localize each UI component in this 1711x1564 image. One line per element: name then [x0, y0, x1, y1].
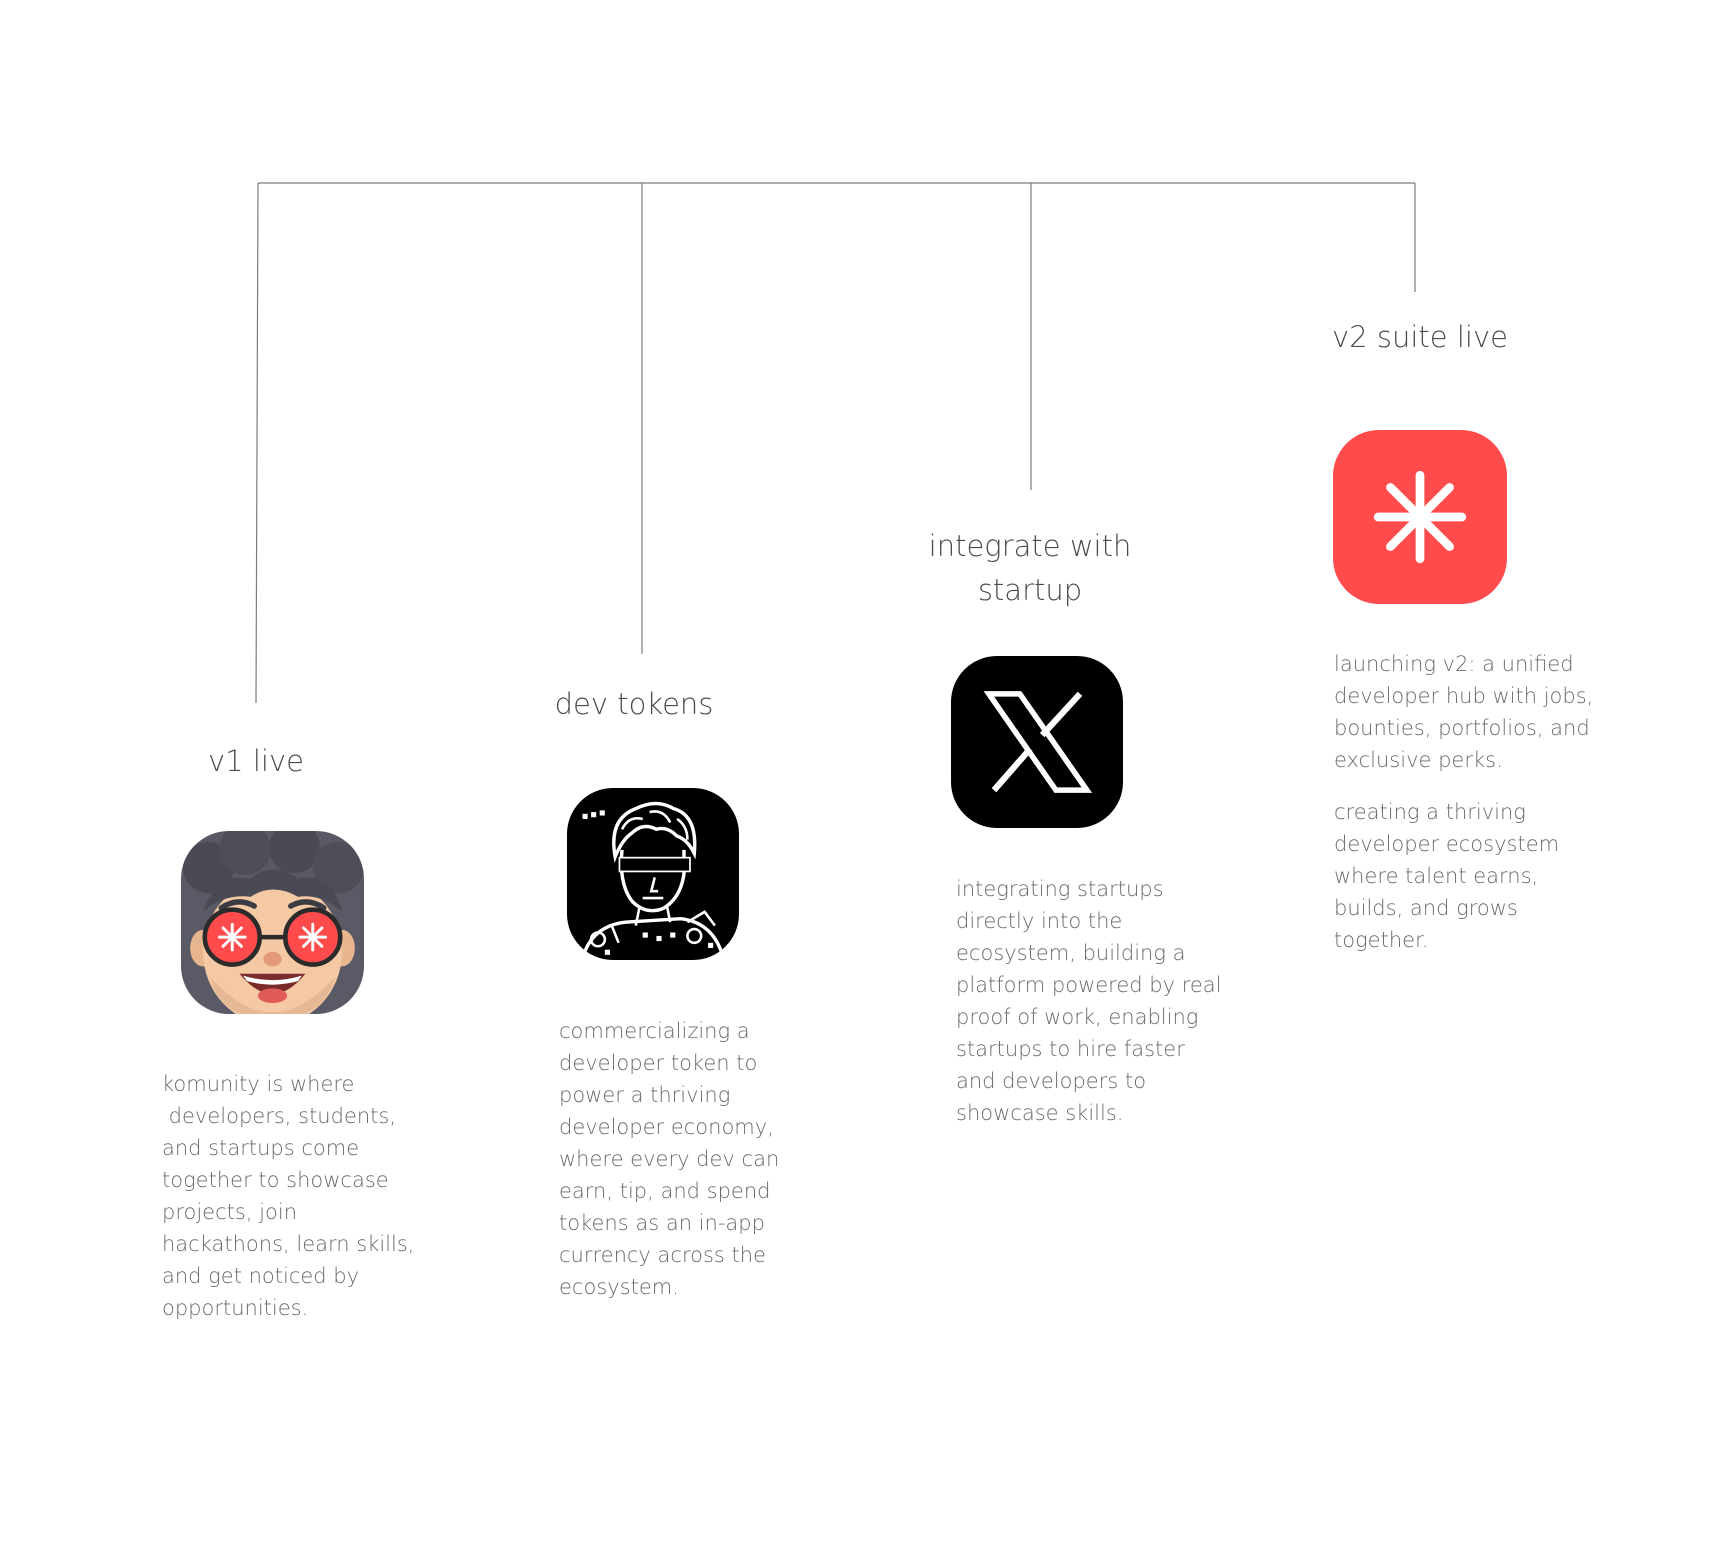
milestone-title-v2: v2 suite live [1332, 320, 1508, 354]
paragraph-spacer [1334, 776, 1654, 796]
milestone-description-startup: integrating startups directly into the e… [956, 877, 1222, 1125]
pixel-art-portrait-icon [567, 788, 739, 960]
red-asterisk-logo-icon [1333, 430, 1507, 604]
connector-branch-v1 [255, 182, 259, 704]
cartoon-developer-avatar-icon [181, 831, 364, 1014]
milestone-title-v1: v1 live [208, 744, 304, 778]
milestone-description-v2: launching v2: a unified developer hub wi… [1334, 648, 1654, 956]
milestone-description-dev-tokens: commercializing a developer token to pow… [559, 1019, 780, 1299]
x-logo-icon [951, 656, 1123, 828]
milestone-description-v1: komunity is where developers, students, … [162, 1072, 415, 1320]
milestone-title-startup: integrate with startup [928, 529, 1132, 607]
milestone-title-dev-tokens: dev tokens [554, 687, 714, 721]
